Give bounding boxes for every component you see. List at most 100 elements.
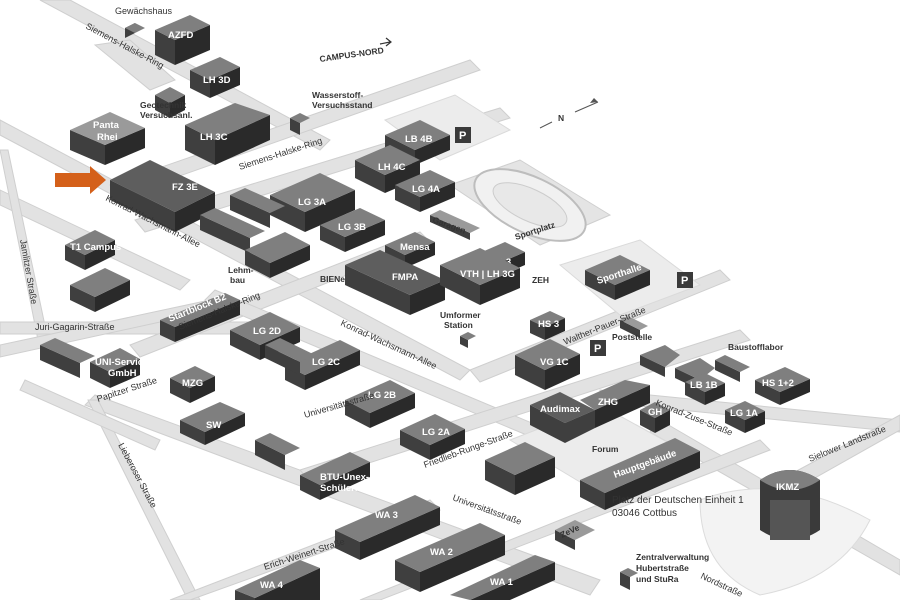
label-ikmz: IKMZ	[776, 482, 799, 493]
parking-sign-icon: P	[590, 340, 606, 356]
label-sw: SW	[206, 420, 221, 431]
label-lg3a: LG 3A	[298, 197, 326, 208]
building-fz3e[interactable]: FZ 3E	[110, 160, 215, 232]
building-lh3d[interactable]: LH 3D	[190, 57, 240, 98]
label-uni-service-2: GmbH	[108, 368, 137, 379]
label-lh3c: LH 3C	[200, 132, 228, 143]
address-line-1: Platz der Deutschen Einheit 1	[612, 495, 744, 506]
building-lh3c[interactable]: LH 3C	[185, 103, 270, 165]
building-geotechnik[interactable]: Geotechnik Versuchsanl.	[140, 87, 192, 120]
label-lehmbau-1: Lehm-	[228, 265, 254, 275]
label-baustofflabor: Baustofflabor	[728, 342, 784, 352]
building-hs3[interactable]: HS 3	[530, 311, 565, 340]
label-gh: GH	[648, 407, 662, 418]
building-lb1b[interactable]: LB 1B	[685, 373, 725, 405]
location-marker-arrow-icon	[55, 166, 106, 194]
svg-text:P: P	[594, 343, 601, 355]
street-universitaet-low: Universitätsstraße	[451, 492, 523, 526]
building-umformer[interactable]: Umformer Station	[440, 310, 481, 348]
building-sporthalle[interactable]: Sporthalle	[585, 255, 650, 300]
label-lh3d: LH 3D	[203, 75, 231, 86]
label-hs3: HS 3	[538, 319, 559, 330]
label-vg1c: VG 1C	[540, 357, 569, 368]
label-umformer-1: Umformer	[440, 310, 481, 320]
building-lg4a[interactable]: LG 4A	[395, 170, 455, 212]
building-sw[interactable]: SW	[180, 402, 245, 445]
address-block: Platz der Deutschen Einheit 1 03046 Cott…	[612, 495, 744, 519]
building-wa1[interactable]: WA 1	[450, 555, 555, 600]
label-zentralverwaltung-2: Hubertstraße	[636, 563, 689, 573]
campus-nord-label: CAMPUS-NORD	[319, 37, 392, 64]
label-azfd: AZFD	[168, 30, 193, 41]
parking-sign-icon: P	[677, 272, 693, 288]
building-lg3b[interactable]: LG 3B	[320, 208, 385, 252]
label-fz3e: FZ 3E	[172, 182, 198, 193]
building-lh4c[interactable]: LH 4C	[355, 145, 420, 193]
building-forum[interactable]: Forum	[592, 444, 619, 454]
label-campus-nord: CAMPUS-NORD	[319, 45, 384, 64]
building-wasserstoff[interactable]: Wasserstoff- Versuchsstand	[290, 90, 372, 135]
label-t1-campus: T1 Campus	[70, 242, 121, 253]
label-mensa: Mensa	[400, 242, 430, 253]
label-wasserstoff-2: Versuchsstand	[312, 100, 372, 110]
building-mzg[interactable]: MZG	[170, 366, 215, 403]
label-lehmbau-2: bau	[230, 275, 245, 285]
label-btu-unex-2: Schülerlabor	[320, 483, 378, 494]
building-btu-unex[interactable]: BTU-Unex- Schülerlabor	[255, 433, 378, 500]
building-zhg[interactable]: ZHG	[565, 380, 650, 443]
building-zentralverwaltung[interactable]: Zentralverwaltung Hubertstraße und StuRa	[620, 552, 709, 590]
building-biene[interactable]: BIENe	[320, 274, 345, 284]
label-poststelle: Poststelle	[612, 332, 652, 342]
building-wa2[interactable]: WA 2	[395, 523, 505, 592]
label-lg3b: LG 3B	[338, 222, 366, 233]
building-zeve[interactable]: ZeVe	[555, 520, 595, 550]
building-gh[interactable]: GH	[640, 402, 670, 433]
sports-field[interactable]: Sportplatz	[448, 154, 612, 255]
label-north: N	[558, 113, 564, 123]
building-fmpa[interactable]: FMPA	[345, 250, 445, 315]
building-lg2a[interactable]: LG 2A	[400, 414, 465, 460]
building-garagen[interactable]: Garagen	[430, 210, 480, 240]
building-baustofflabor[interactable]: Baustofflabor	[715, 342, 784, 382]
building-ikmz[interactable]: IKMZ	[760, 470, 820, 540]
label-wa1: WA 1	[490, 577, 514, 588]
label-forum: Forum	[592, 444, 619, 454]
label-wa4: WA 4	[260, 580, 284, 591]
label-zentralverwaltung-1: Zentralverwaltung	[636, 552, 709, 562]
building-uni-service[interactable]: UNI-Service GmbH	[40, 338, 148, 388]
building-hs1-2[interactable]: HS 1+2	[755, 367, 810, 405]
north-indicator: N	[539, 98, 599, 129]
building-gewaechshaus[interactable]: Gewächshaus	[115, 6, 173, 38]
svg-text:P: P	[681, 275, 688, 287]
building-lg2b[interactable]: LG 2B	[345, 380, 415, 428]
building-vth-lh3g[interactable]: VTH | LH 3G	[440, 248, 520, 305]
label-gewaechshaus: Gewächshaus	[115, 6, 173, 16]
label-geotechnik-2: Versuchsanl.	[140, 110, 192, 120]
building-lg2c[interactable]: LG 2C	[265, 338, 360, 390]
building-audimax[interactable]: Audimax	[530, 392, 595, 443]
building-wa3[interactable]: WA 3	[335, 495, 440, 560]
svg-text:P: P	[459, 130, 466, 142]
building-wa4[interactable]: WA 4	[235, 560, 320, 600]
label-zhg: ZHG	[598, 397, 618, 408]
label-geotechnik-1: Geotechnik	[140, 100, 187, 110]
building-azfd[interactable]: AZFD	[155, 15, 210, 65]
building-south-central[interactable]	[485, 442, 555, 495]
building-panta-rhei[interactable]: Panta Rhei	[70, 112, 145, 165]
building-lehmbau[interactable]: Lehm- bau	[228, 265, 254, 285]
building-west-block[interactable]	[245, 232, 310, 278]
label-lb1b: LB 1B	[690, 380, 718, 391]
label-zeh: ZEH	[532, 275, 549, 285]
label-biene: BIENe	[320, 274, 345, 284]
street-juri-gagarin: Juri-Gagarin-Straße	[35, 322, 115, 332]
building-vg1c[interactable]: VG 1C	[515, 339, 580, 390]
building-lg3a-wings[interactable]	[200, 188, 285, 253]
label-lg2c: LG 2C	[312, 357, 340, 368]
building-t1-campus[interactable]: T1 Campus	[65, 230, 130, 312]
label-panta-rhei-1: Panta	[93, 120, 120, 131]
parking-sign-icon: P	[455, 127, 471, 143]
building-lg1a[interactable]: LG 1A	[725, 401, 765, 433]
label-hs1-2: HS 1+2	[762, 378, 794, 389]
building-poststelle[interactable]: Poststelle	[612, 316, 652, 342]
